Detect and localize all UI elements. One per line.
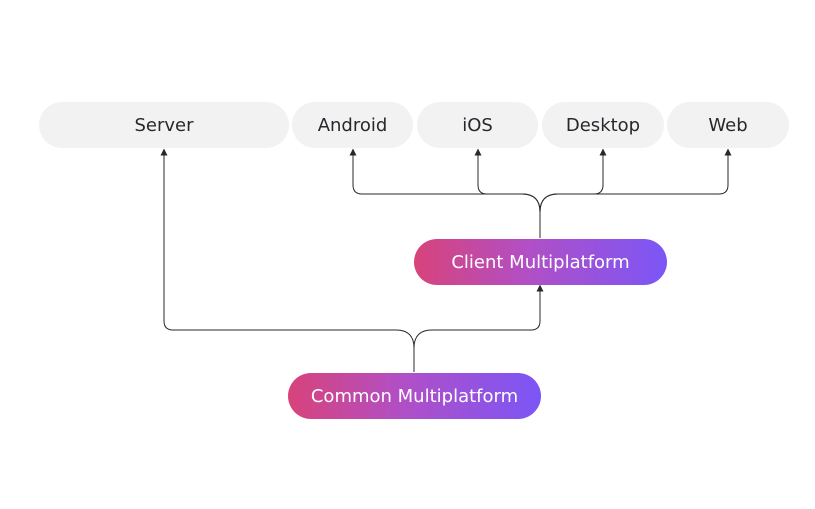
desktop-target: Desktop (542, 102, 664, 148)
common-multiplatform-node: Common Multiplatform (288, 373, 541, 419)
connector-client-to-desktop (539, 148, 607, 213)
web-label: Web (708, 114, 748, 136)
android-label: Android (317, 114, 388, 136)
common-multiplatform-label: Common Multiplatform (310, 385, 519, 407)
connector-common-to-server (160, 148, 415, 372)
android-target: Android (292, 102, 413, 148)
connector-client-to-web (539, 148, 732, 213)
server-target: Server (39, 102, 289, 148)
client-multiplatform-label: Client Multiplatform (451, 251, 630, 273)
connector-common-to-client (413, 284, 544, 349)
desktop-label: Desktop (565, 114, 641, 136)
connector-client-to-ios (474, 148, 541, 213)
ios-target: iOS (417, 102, 538, 148)
server-label: Server (134, 114, 194, 136)
web-target: Web (667, 102, 789, 148)
client-multiplatform-node: Client Multiplatform (414, 239, 667, 285)
connector-client-to-android (349, 148, 541, 238)
ios-label: iOS (462, 114, 493, 136)
